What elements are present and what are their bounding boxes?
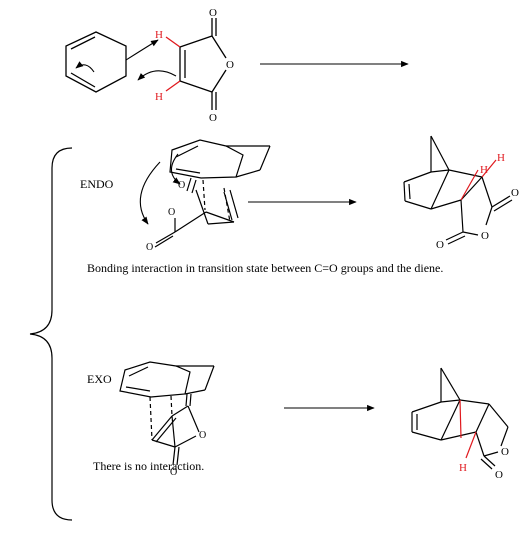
cyclohexadiene-reactant (65, 31, 127, 93)
exo-product-hydrogens (459, 399, 477, 459)
endo-product-h-inner: H (480, 164, 488, 176)
reactant-o-bottom: O (209, 112, 217, 124)
exo-product-o-ring: O (501, 446, 509, 458)
exo-interaction-note: There is no interaction. (93, 459, 205, 473)
endo-product-o-right: O (511, 187, 519, 199)
endo-ts-o-ring: O (168, 207, 175, 218)
endo-interaction-note: Bonding interaction in transition state … (87, 261, 444, 275)
endo-interaction-arrow-outer (139, 161, 161, 225)
curved-arrow-to-diene (137, 70, 177, 81)
endo-ts-o-bottom: O (146, 242, 153, 253)
endo-product-hydrogens (460, 159, 497, 201)
reactant-hydrogens (165, 36, 181, 92)
exo-product-o-bottom: O (495, 469, 503, 481)
endo-interaction-arrow-inner (170, 153, 181, 185)
endo-transition-state (154, 139, 271, 248)
reactant-h-top: H (155, 29, 163, 41)
exo-product-h: H (459, 462, 467, 474)
curly-brace (29, 147, 73, 521)
exo-product (411, 367, 509, 470)
exo-ts-o-ring: O (199, 430, 206, 441)
reactant-o-ring: O (226, 59, 234, 71)
reactant-o-top: O (209, 7, 217, 19)
curved-arrow-to-dienophile (125, 39, 159, 61)
maleic-anhydride-reactant (179, 18, 227, 110)
endo-product-o-ring: O (481, 230, 489, 242)
exo-label: EXO (87, 372, 112, 386)
endo-product-h-top: H (497, 152, 505, 164)
endo-product-o-left: O (436, 239, 444, 251)
reactant-h-bottom: H (155, 91, 163, 103)
exo-transition-state (119, 361, 215, 466)
endo-product (403, 135, 513, 245)
exo-ts-o-bottom: O (170, 467, 177, 478)
curved-arrow-diene (75, 61, 95, 73)
endo-label: ENDO (80, 177, 114, 191)
endo-ts-o-top: O (178, 180, 185, 191)
